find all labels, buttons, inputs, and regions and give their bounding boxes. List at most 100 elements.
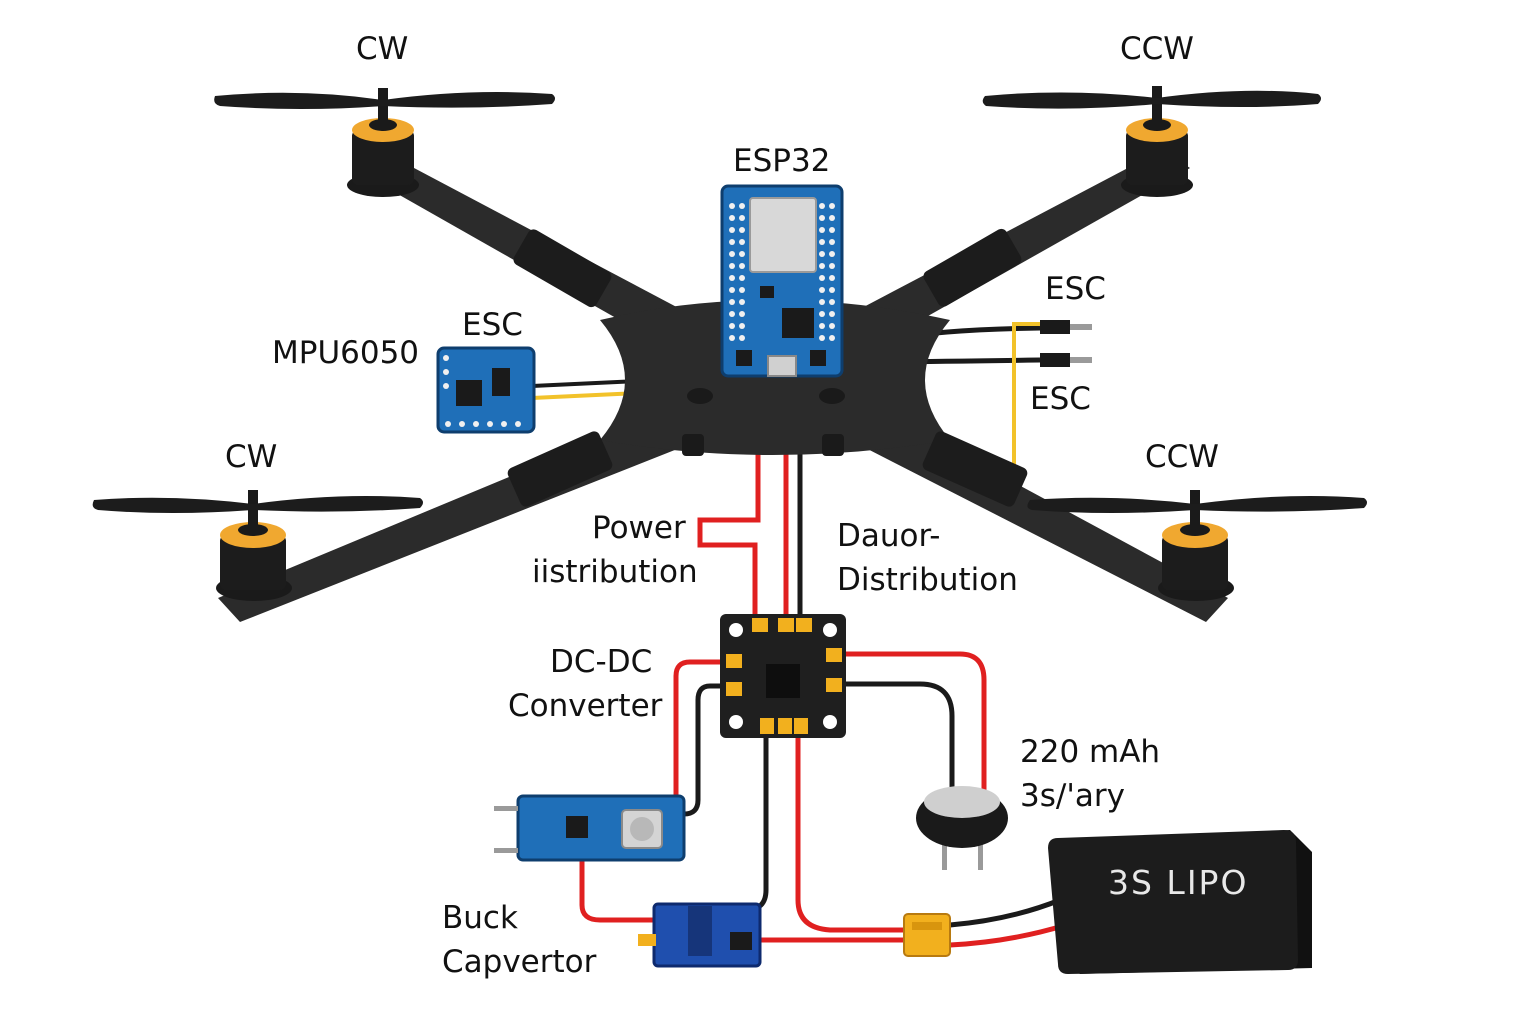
label-motor-rear-right: CCW: [1145, 442, 1219, 473]
label-line: DC-DC: [508, 640, 662, 684]
xt60-ridge: [912, 922, 942, 930]
connector-pin: [1070, 324, 1092, 330]
label-line: Power: [532, 506, 698, 550]
label-power-distribution-left: Power iistribution: [532, 506, 698, 594]
esc-sleeve-rear-left: [506, 429, 614, 508]
label-line: Dauor-: [837, 514, 1018, 558]
label-capacitor: 220 mAh 3s/'ary: [1020, 730, 1160, 818]
label-esc-right-bottom: ESC: [1030, 384, 1091, 415]
header-pin: [739, 263, 745, 269]
label-motor-front-left: CW: [356, 34, 408, 65]
header-pin: [739, 215, 745, 221]
header-pin: [729, 227, 735, 233]
label-dc-dc-converter: DC-DC Converter: [508, 640, 662, 728]
esp32-button: [810, 350, 826, 366]
header-pin: [443, 383, 449, 389]
pdb-pad: [826, 648, 842, 662]
header-pin: [487, 421, 493, 427]
battery-pack: [1048, 830, 1312, 974]
label-line: Buck: [442, 896, 596, 940]
header-pin: [829, 311, 835, 317]
header-pin: [819, 239, 825, 245]
header-pin: [739, 323, 745, 329]
header-pin: [819, 227, 825, 233]
header-pin: [829, 215, 835, 221]
frame-mount-hole: [819, 388, 845, 404]
xt60-connector: [904, 914, 950, 956]
wire-black-xt-battery: [950, 900, 1060, 925]
label-esp32: ESP32: [733, 146, 830, 177]
header-pin: [729, 239, 735, 245]
wire-black-pdb-buck: [720, 738, 766, 910]
connector-housing: [1040, 353, 1070, 367]
label-line: Distribution: [837, 558, 1018, 602]
header-pin: [729, 215, 735, 221]
header-pin: [729, 275, 735, 281]
header-pin: [729, 311, 735, 317]
motor-shaft: [378, 88, 388, 126]
mpu-chip-small: [492, 368, 510, 396]
label-line: Converter: [508, 684, 662, 728]
header-pin: [819, 203, 825, 209]
header-pin: [819, 335, 825, 341]
header-pin: [515, 421, 521, 427]
header-pin: [819, 251, 825, 257]
label-battery: 3S LIPO: [1108, 866, 1248, 899]
header-pin: [819, 311, 825, 317]
header-pin: [739, 251, 745, 257]
header-pin: [501, 421, 507, 427]
mount-hole: [823, 623, 837, 637]
header-pin: [739, 227, 745, 233]
header-pin: [819, 275, 825, 281]
mpu-chip: [456, 380, 482, 406]
header-pin: [729, 203, 735, 209]
header-pin: [443, 355, 449, 361]
header-pin: [739, 239, 745, 245]
propeller-icon: [983, 91, 1321, 109]
label-esc-left: ESC: [462, 310, 523, 341]
mount-hole: [823, 715, 837, 729]
label-line: iistribution: [532, 550, 698, 594]
header-pin: [443, 369, 449, 375]
buck-pad: [638, 934, 656, 946]
pdb-pad: [778, 618, 794, 632]
esp32-chip-small: [760, 286, 774, 298]
motor-shaft: [248, 490, 258, 532]
capacitor-face: [924, 786, 1000, 818]
header-pin: [739, 275, 745, 281]
wire-red-xt-battery: [950, 925, 1066, 945]
header-pin: [739, 287, 745, 293]
battery-icon: [1048, 830, 1298, 974]
header-pin: [829, 263, 835, 269]
esc-sleeve-front-right: [921, 227, 1023, 309]
pdb-chip: [766, 664, 800, 698]
mount-hole: [729, 715, 743, 729]
pdb-pad: [796, 618, 812, 632]
wire-red-pdb-xt: [798, 738, 905, 930]
wire-red-pdb-cap: [840, 654, 984, 790]
header-pin: [829, 275, 835, 281]
esp32-button: [736, 350, 752, 366]
header-pin: [829, 251, 835, 257]
motor-front-right: [983, 86, 1321, 197]
connector-housing: [1040, 320, 1070, 334]
header-pin: [819, 287, 825, 293]
label-mpu6050: MPU6050: [272, 338, 419, 369]
esp32-board: [722, 186, 842, 376]
label-power-distribution-right: Dauor- Distribution: [837, 514, 1018, 602]
dcdc-lead: [494, 806, 518, 811]
header-pin: [829, 335, 835, 341]
mount-hole: [729, 623, 743, 637]
pdb-pad: [752, 618, 768, 632]
esc-connector-right-bottom: [1040, 353, 1092, 367]
header-pin: [459, 421, 465, 427]
frame-mount-hole: [687, 388, 713, 404]
label-line: Capvertor: [442, 940, 596, 984]
motor-front-left: [214, 88, 555, 197]
header-pin: [829, 203, 835, 209]
header-pin: [739, 311, 745, 317]
pdb-pad: [760, 718, 774, 734]
connector-pin: [1070, 357, 1092, 363]
header-pin: [729, 335, 735, 341]
